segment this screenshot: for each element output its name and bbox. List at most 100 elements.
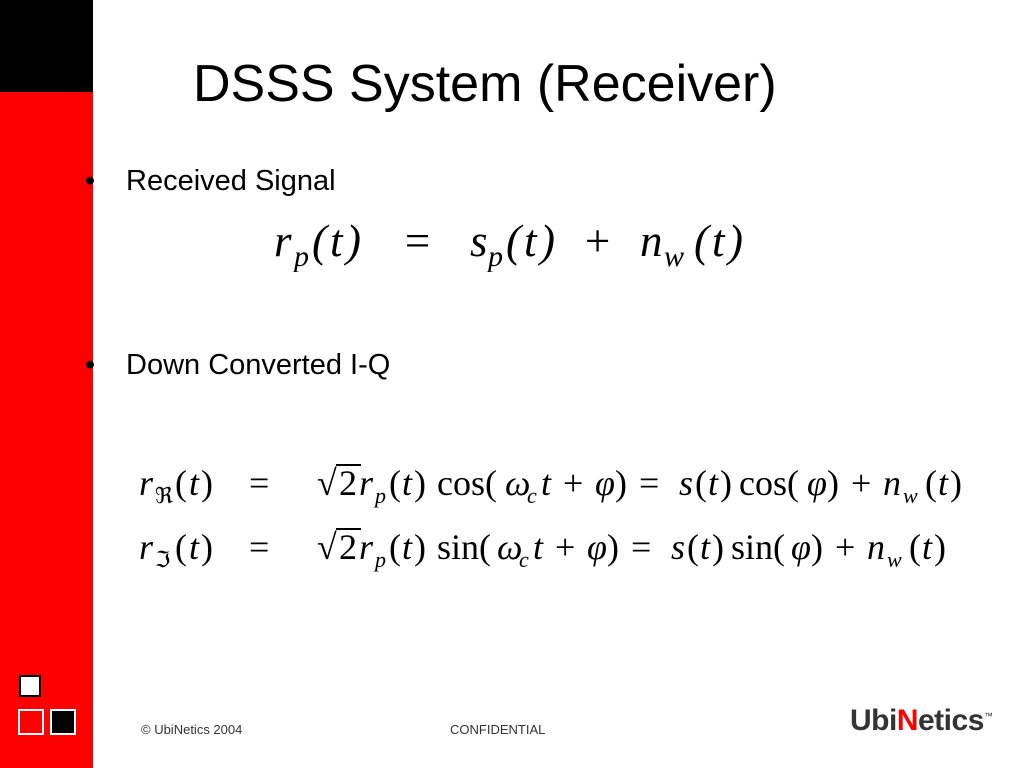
svg-text:s: s bbox=[679, 463, 693, 503]
svg-text:): ) bbox=[201, 527, 213, 567]
logo-trademark: ™ bbox=[983, 711, 993, 721]
svg-text:+: + bbox=[582, 216, 612, 266]
svg-text:): ) bbox=[950, 463, 962, 503]
svg-text:): ) bbox=[934, 527, 946, 567]
svg-text:): ) bbox=[607, 527, 619, 567]
svg-text:w: w bbox=[664, 240, 684, 272]
svg-text:2: 2 bbox=[339, 527, 357, 567]
svg-text:w: w bbox=[887, 547, 902, 572]
bullet-received-signal: • Received Signal bbox=[85, 164, 336, 198]
svg-text:φ: φ bbox=[791, 527, 811, 567]
svg-text:): ) bbox=[414, 463, 426, 503]
svg-text:=: = bbox=[639, 463, 659, 503]
svg-text:(: ( bbox=[694, 216, 712, 266]
svg-text:√: √ bbox=[317, 527, 337, 567]
svg-text:c: c bbox=[519, 547, 529, 572]
svg-text:(: ( bbox=[312, 216, 330, 266]
svg-text:t: t bbox=[533, 527, 544, 567]
svg-text:p: p bbox=[292, 240, 309, 272]
svg-text:): ) bbox=[343, 216, 361, 266]
svg-text:φ: φ bbox=[595, 463, 615, 503]
svg-text:r: r bbox=[139, 463, 154, 503]
svg-text:t: t bbox=[189, 527, 200, 567]
svg-text:s: s bbox=[470, 216, 488, 266]
svg-text:s: s bbox=[671, 527, 685, 567]
svg-text:=: = bbox=[249, 527, 269, 567]
svg-text:): ) bbox=[811, 527, 823, 567]
svg-text:): ) bbox=[720, 463, 732, 503]
svg-text:): ) bbox=[414, 527, 426, 567]
svg-text:sin(: sin( bbox=[437, 527, 491, 567]
equation-received-svg: r p ( t ) = s p ( t ) + n w ( t ) bbox=[274, 216, 743, 273]
svg-text:r: r bbox=[359, 463, 374, 503]
svg-text:t: t bbox=[330, 216, 344, 266]
equation-block-iq: r ℜ (t) = √ 2 r p (t) cos( ω c t + φ ) =… bbox=[130, 455, 966, 585]
svg-text:t: t bbox=[402, 463, 413, 503]
svg-text:φ: φ bbox=[807, 463, 827, 503]
svg-text:+: + bbox=[835, 527, 855, 567]
svg-text:): ) bbox=[615, 463, 627, 503]
svg-text:+: + bbox=[555, 527, 575, 567]
bullet-marker: • bbox=[85, 165, 96, 197]
logo-accent: N bbox=[896, 704, 919, 737]
logo-suffix: etics bbox=[918, 704, 984, 737]
svg-text:(: ( bbox=[175, 527, 187, 567]
svg-text:n: n bbox=[883, 463, 901, 503]
footer-confidential: CONFIDENTIAL bbox=[450, 722, 546, 737]
equation-iq-svg: r ℜ (t) = √ 2 r p (t) cos( ω c t + φ ) =… bbox=[139, 463, 962, 572]
svg-text:ω: ω bbox=[505, 463, 530, 503]
svg-text:(: ( bbox=[506, 216, 524, 266]
svg-text:t: t bbox=[541, 463, 552, 503]
bullet-text: Received Signal bbox=[126, 165, 336, 197]
footer-copyright: © UbiNetics 2004 bbox=[141, 722, 243, 737]
svg-text:(: ( bbox=[695, 463, 707, 503]
svg-text:+: + bbox=[563, 463, 583, 503]
svg-text:cos(: cos( bbox=[739, 463, 799, 503]
svg-text:): ) bbox=[827, 463, 839, 503]
svg-text:p: p bbox=[373, 547, 386, 572]
svg-text:ω: ω bbox=[497, 527, 522, 567]
svg-text:(: ( bbox=[925, 463, 937, 503]
svg-text:): ) bbox=[725, 216, 743, 266]
decor-square-black bbox=[50, 709, 76, 735]
svg-text:=: = bbox=[249, 463, 269, 503]
equation-received-signal: r p ( t ) = s p ( t ) + n w ( t ) bbox=[274, 212, 764, 283]
svg-text:): ) bbox=[201, 463, 213, 503]
svg-text:n: n bbox=[867, 527, 885, 567]
svg-text:cos(: cos( bbox=[437, 463, 497, 503]
svg-text:p: p bbox=[373, 483, 386, 508]
svg-text:n: n bbox=[640, 216, 663, 266]
svg-text:(: ( bbox=[389, 527, 401, 567]
svg-text:r: r bbox=[139, 527, 154, 567]
svg-text:r: r bbox=[359, 527, 374, 567]
bullet-marker: • bbox=[85, 349, 96, 381]
ubinetics-logo: UbiNetics™ bbox=[850, 704, 993, 738]
svg-text:(: ( bbox=[909, 527, 921, 567]
svg-text:√: √ bbox=[317, 463, 337, 503]
slide-title: DSSS System (Receiver) bbox=[193, 55, 777, 113]
svg-text:): ) bbox=[537, 216, 555, 266]
svg-text:t: t bbox=[402, 527, 413, 567]
svg-text:2: 2 bbox=[339, 463, 357, 503]
left-bar-top-block bbox=[0, 0, 93, 92]
left-decorative-bar bbox=[0, 0, 93, 768]
svg-text:ℜ: ℜ bbox=[155, 483, 173, 508]
svg-text:sin(: sin( bbox=[731, 527, 785, 567]
svg-text:φ: φ bbox=[587, 527, 607, 567]
svg-text:(: ( bbox=[175, 463, 187, 503]
svg-text:p: p bbox=[486, 240, 503, 272]
svg-text:w: w bbox=[903, 483, 918, 508]
svg-text:t: t bbox=[524, 216, 538, 266]
svg-text:(: ( bbox=[389, 463, 401, 503]
logo-prefix: Ubi bbox=[850, 704, 897, 737]
svg-text:=: = bbox=[631, 527, 651, 567]
svg-text:t: t bbox=[189, 463, 200, 503]
bullet-text: Down Converted I-Q bbox=[126, 349, 391, 381]
decor-square-red bbox=[18, 709, 44, 735]
bullet-down-converted: • Down Converted I-Q bbox=[85, 348, 390, 382]
svg-text:r: r bbox=[274, 216, 292, 266]
svg-text:t: t bbox=[700, 527, 711, 567]
svg-text:t: t bbox=[922, 527, 933, 567]
svg-text:t: t bbox=[708, 463, 719, 503]
svg-text:c: c bbox=[527, 483, 537, 508]
